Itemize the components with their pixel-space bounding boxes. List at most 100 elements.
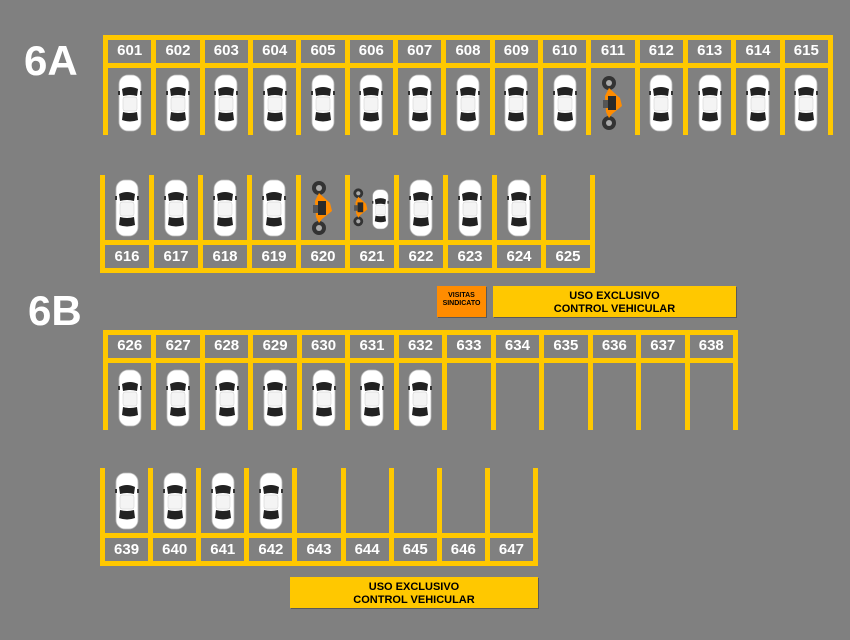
- car-icon: [262, 74, 287, 132]
- spot-number: 627: [165, 337, 191, 354]
- spot-divider: [149, 175, 154, 273]
- parking-spot-619[interactable]: 619: [252, 175, 296, 273]
- spot-divider: [296, 175, 301, 273]
- spot-number: 622: [408, 248, 434, 265]
- motorcycle-icon: [310, 179, 336, 237]
- spot-number: 623: [457, 248, 483, 265]
- spot-divider: [103, 35, 108, 135]
- parking-spot-630[interactable]: 630: [302, 330, 345, 430]
- spot-divider: [828, 35, 833, 135]
- parking-spot-639[interactable]: 639: [105, 468, 148, 566]
- parking-spot-624[interactable]: 624: [497, 175, 541, 273]
- spot-divider: [200, 35, 205, 135]
- parking-spot-618[interactable]: 618: [203, 175, 247, 273]
- parking-spot-629[interactable]: 629: [253, 330, 296, 430]
- spot-divider: [244, 468, 249, 566]
- spot-divider: [590, 175, 595, 273]
- spot-number: 613: [697, 42, 723, 59]
- parking-spot-640[interactable]: 640: [153, 468, 196, 566]
- parking-spot-627[interactable]: 627: [156, 330, 199, 430]
- parking-spot-601[interactable]: 601: [108, 35, 151, 135]
- parking-spot-628[interactable]: 628: [205, 330, 248, 430]
- parking-spot-638[interactable]: 638: [690, 330, 733, 430]
- car-icon: [697, 74, 722, 132]
- parking-spot-617[interactable]: 617: [154, 175, 198, 273]
- spot-divider: [151, 35, 156, 135]
- spot-number: 630: [311, 337, 337, 354]
- spot-divider: [148, 468, 153, 566]
- parking-spot-645[interactable]: 645: [394, 468, 437, 566]
- car-icon: [117, 369, 142, 427]
- parking-spot-636[interactable]: 636: [593, 330, 636, 430]
- spot-divider: [151, 330, 156, 430]
- parking-spot-637[interactable]: 637: [641, 330, 684, 430]
- spot-number: 637: [650, 337, 676, 354]
- car-icon: [649, 74, 674, 132]
- parking-spot-621[interactable]: 621: [350, 175, 394, 273]
- spot-divider: [345, 175, 350, 273]
- parking-spot-635[interactable]: 635: [544, 330, 587, 430]
- parking-spot-613[interactable]: 613: [688, 35, 731, 135]
- car-icon: [794, 74, 819, 132]
- parking-spot-615[interactable]: 615: [785, 35, 828, 135]
- parking-spot-608[interactable]: 608: [446, 35, 489, 135]
- car-icon: [359, 74, 384, 132]
- parking-spot-644[interactable]: 644: [346, 468, 389, 566]
- spot-number: 603: [213, 42, 239, 59]
- parking-spot-603[interactable]: 603: [205, 35, 248, 135]
- parking-spot-631[interactable]: 631: [350, 330, 393, 430]
- car-icon: [455, 74, 480, 132]
- spot-divider: [394, 175, 399, 273]
- spot-divider: [441, 35, 446, 135]
- car-icon: [507, 179, 531, 237]
- parking-spot-632[interactable]: 632: [399, 330, 442, 430]
- spot-number: 621: [359, 248, 385, 265]
- car-icon: [504, 74, 529, 132]
- parking-spot-626[interactable]: 626: [108, 330, 151, 430]
- parking-spot-633[interactable]: 633: [447, 330, 490, 430]
- spot-divider: [731, 35, 736, 135]
- car-icon: [263, 369, 288, 427]
- parking-spot-643[interactable]: 643: [297, 468, 340, 566]
- parking-spot-642[interactable]: 642: [249, 468, 292, 566]
- parking-spot-611[interactable]: 611: [591, 35, 634, 135]
- sign-uso-exclusivo-top-line2: CONTROL VEHICULAR: [553, 303, 676, 315]
- parking-spot-614[interactable]: 614: [736, 35, 779, 135]
- parking-spot-620[interactable]: 620: [301, 175, 345, 273]
- spot-number: 642: [258, 541, 284, 558]
- parking-spot-604[interactable]: 604: [253, 35, 296, 135]
- spot-divider: [437, 468, 442, 566]
- parking-spot-646[interactable]: 646: [442, 468, 485, 566]
- spot-number: 645: [402, 541, 428, 558]
- parking-spot-623[interactable]: 623: [448, 175, 492, 273]
- parking-spot-634[interactable]: 634: [496, 330, 539, 430]
- parking-spot-616[interactable]: 616: [105, 175, 149, 273]
- parking-spot-625[interactable]: 625: [546, 175, 590, 273]
- spot-divider: [443, 175, 448, 273]
- spot-divider: [248, 330, 253, 430]
- spot-divider: [683, 35, 688, 135]
- parking-spot-647[interactable]: 647: [490, 468, 533, 566]
- parking-spot-622[interactable]: 622: [399, 175, 443, 273]
- spot-divider: [200, 330, 205, 430]
- spot-number: 615: [793, 42, 819, 59]
- parking-spot-605[interactable]: 605: [301, 35, 344, 135]
- parking-spot-641[interactable]: 641: [201, 468, 244, 566]
- row-number-band-line: [100, 533, 538, 538]
- spot-number: 636: [601, 337, 627, 354]
- parking-spot-607[interactable]: 607: [398, 35, 441, 135]
- spot-divider: [685, 330, 690, 430]
- spot-divider: [100, 468, 105, 566]
- row-number-band-line: [103, 358, 738, 363]
- parking-spot-606[interactable]: 606: [350, 35, 393, 135]
- car-icon: [310, 74, 335, 132]
- spot-divider: [389, 468, 394, 566]
- spot-divider: [538, 35, 543, 135]
- parking-spot-602[interactable]: 602: [156, 35, 199, 135]
- parking-spot-612[interactable]: 612: [640, 35, 683, 135]
- parking-spot-609[interactable]: 609: [495, 35, 538, 135]
- parking-spot-610[interactable]: 610: [543, 35, 586, 135]
- spot-divider: [345, 35, 350, 135]
